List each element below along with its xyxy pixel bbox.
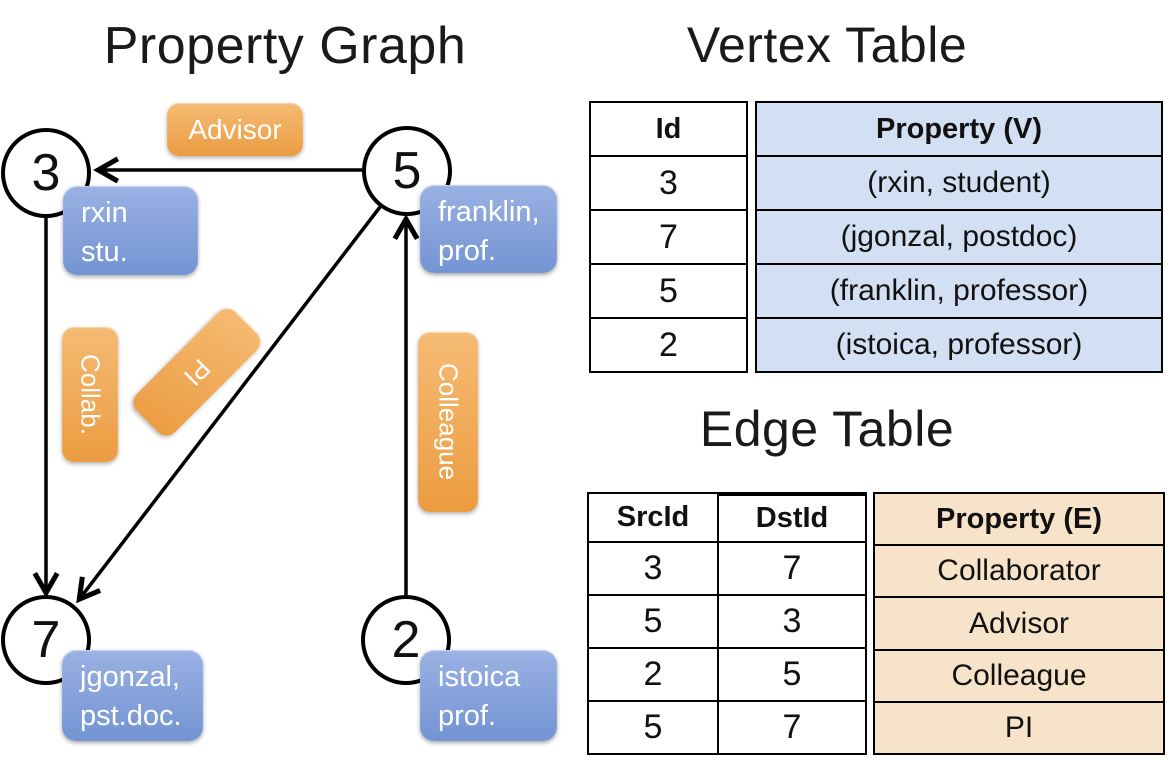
table-cell: 7 [591,209,746,263]
node-id: 5 [392,142,422,200]
edge-table-title: Edge Table [699,401,955,457]
property-graph-title: Property Graph [103,17,467,75]
edge-table-id-columns: SrcId DstId 3 7 5 3 2 5 5 7 [587,492,867,755]
edge-5-to-7 [76,205,382,604]
table-cell: PI [875,700,1163,753]
table-cell: (franklin, professor) [757,263,1161,317]
vertex-property-line: prof. [438,234,497,267]
table-cell: Colleague [875,648,1163,701]
table-cell: (rxin, student) [757,155,1161,209]
edge-table: SrcId DstId 3 7 5 3 2 5 5 7 Property (E)… [587,492,1165,755]
table-cell: 2 [591,317,746,371]
vertex-table-property-column: Property (V) (rxin, student) (jgonzal, p… [755,101,1163,373]
graph-node-5: 5 [362,126,452,216]
vertex-property-line: jgonzal, [80,661,180,693]
table-cell: 3 [589,541,717,594]
vertex-property-line: prof. [438,699,497,732]
vertex-property-line: pst.doc. [80,699,182,732]
table-cell: 5 [589,700,717,753]
column-header-property-e: Property (E) [936,502,1102,535]
column-header-id: Id [655,112,682,145]
table-cell: Advisor [875,596,1163,648]
vertex-property-line: franklin, [438,196,540,228]
vertex-property-box-3: rxin stu. [63,186,198,275]
table-cell: 5 [589,594,717,647]
table-cell: 2 [589,647,717,700]
graph-edges [32,156,420,604]
column-header-property-v: Property (V) [876,112,1042,145]
node-id: 3 [31,144,61,202]
table-cell: 3 [591,155,746,209]
vertex-property-box-5: franklin, prof. [420,185,557,273]
vertex-table-id-column: Id 3 7 5 2 [589,101,748,373]
vertex-table: Id 3 7 5 2 Property (V) (rxin, student) … [589,101,1163,373]
table-cell: 3 [717,594,865,647]
vertex-table-title: Vertex Table [686,17,968,73]
edge-label-collab: Collab. [62,327,118,462]
edge-label-advisor: Advisor [167,103,303,156]
vertex-property-box-7: jgonzal, pst.doc. [62,650,203,741]
column-header-srcid: SrcId [616,501,690,533]
table-cell: 7 [717,541,865,594]
vertex-property-box-2: istoica prof. [420,650,557,741]
edge-label-colleague: Colleague [418,332,478,512]
vertex-property-line: rxin [81,197,128,229]
table-cell: 5 [591,263,746,317]
table-cell: (istoica, professor) [757,317,1161,371]
column-header-dstid: DstId [717,494,865,541]
vertex-property-line: stu. [81,235,128,268]
graph-node-2: 2 [361,595,451,685]
vertex-property-line: istoica [438,661,521,693]
table-cell: (jgonzal, postdoc) [757,209,1161,263]
table-cell: 5 [717,647,865,700]
node-id: 2 [391,611,421,669]
edge-table-property-column: Property (E) Collaborator Advisor Collea… [873,492,1165,755]
table-cell: 7 [717,700,865,753]
node-id: 7 [31,611,61,669]
table-cell: Collaborator [875,544,1163,596]
